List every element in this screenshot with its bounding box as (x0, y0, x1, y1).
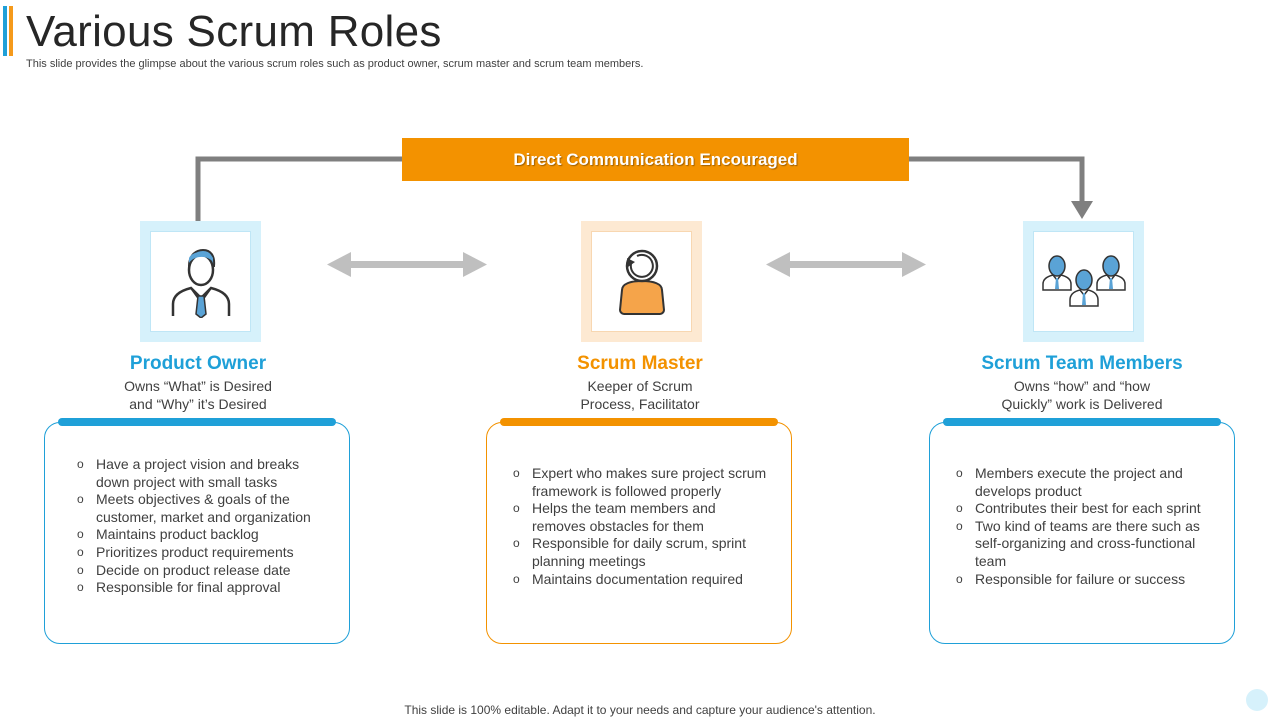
scrum-master-tile (581, 221, 702, 342)
product-owner-desc-line1: Owns “What” is Desired (124, 378, 272, 394)
product-owner-bullets: Have a project vision and breaks down pr… (77, 456, 329, 597)
list-item: Contributes their best for each sprint (956, 500, 1214, 518)
team-members-tile (1023, 221, 1144, 342)
scrum-master-desc: Keeper of Scrum Process, Facilitator (520, 377, 760, 413)
product-owner-icon (171, 248, 230, 318)
page-title: Various Scrum Roles (26, 7, 442, 56)
accent-bar-orange (9, 6, 13, 56)
list-item: Expert who makes sure project scrum fram… (513, 465, 771, 500)
team-members-card-bar (943, 418, 1221, 426)
team-person-left (1041, 254, 1072, 291)
list-item: Responsible for failure or success (956, 571, 1214, 589)
product-owner-title: Product Owner (129, 353, 267, 374)
list-item: Decide on product release date (77, 562, 329, 580)
communication-banner: Direct Communication Encouraged (402, 138, 909, 181)
list-item: Helps the team members and removes obsta… (513, 500, 771, 535)
scrum-master-desc-line2: Process, Facilitator (580, 396, 700, 412)
scrum-master-card: Expert who makes sure project scrum fram… (486, 422, 792, 644)
list-item: Responsible for final approval (77, 579, 329, 597)
list-item: Have a project vision and breaks down pr… (77, 456, 329, 491)
list-item: Members execute the project and develops… (956, 465, 1214, 500)
product-owner-tile (140, 221, 261, 342)
team-members-desc-line2: Quickly” work is Delivered (1001, 396, 1163, 412)
connector-left-elbow (195, 156, 402, 221)
team-person-center (1068, 268, 1099, 307)
team-members-icon (1041, 254, 1126, 307)
corner-decoration (1246, 689, 1268, 711)
list-item: Responsible for daily scrum, sprint plan… (513, 535, 771, 570)
scrum-master-title: Scrum Master (577, 353, 703, 374)
team-members-bullets: Members execute the project and develops… (956, 465, 1214, 588)
accent-bar-blue (3, 6, 7, 56)
list-item: Maintains documentation required (513, 571, 771, 589)
connector-right-elbow (909, 156, 1085, 204)
product-owner-card: Have a project vision and breaks down pr… (44, 422, 350, 644)
team-members-title: Scrum Team Members (981, 353, 1183, 374)
scrum-master-bullets: Expert who makes sure project scrum fram… (513, 465, 771, 588)
team-members-desc-line1: Owns “how” and “how (1013, 378, 1151, 394)
product-owner-card-bar (58, 418, 336, 426)
double-arrow-left (327, 252, 487, 277)
connector-right-arrowhead (1071, 201, 1093, 219)
scrum-master-desc-line1: Keeper of Scrum (587, 378, 693, 394)
list-item: Prioritizes product requirements (77, 544, 329, 562)
product-owner-desc-line2: and “Why” it’s Desired (129, 396, 267, 412)
list-item: Maintains product backlog (77, 526, 329, 544)
footer-note: This slide is 100% editable. Adapt it to… (404, 703, 876, 717)
page-subtitle: This slide provides the glimpse about th… (26, 58, 644, 70)
product-owner-desc: Owns “What” is Desired and “Why” it’s De… (78, 377, 318, 413)
scrum-master-card-bar (500, 418, 778, 426)
team-members-desc: Owns “how” and “how Quickly” work is Del… (962, 377, 1202, 413)
team-person-right (1095, 254, 1126, 291)
team-members-card: Members execute the project and develops… (929, 422, 1235, 644)
double-arrow-right (766, 252, 926, 277)
list-item: Two kind of teams are there such as self… (956, 518, 1214, 571)
list-item: Meets objectives & goals of the customer… (77, 491, 329, 526)
scrum-master-icon (618, 249, 665, 315)
